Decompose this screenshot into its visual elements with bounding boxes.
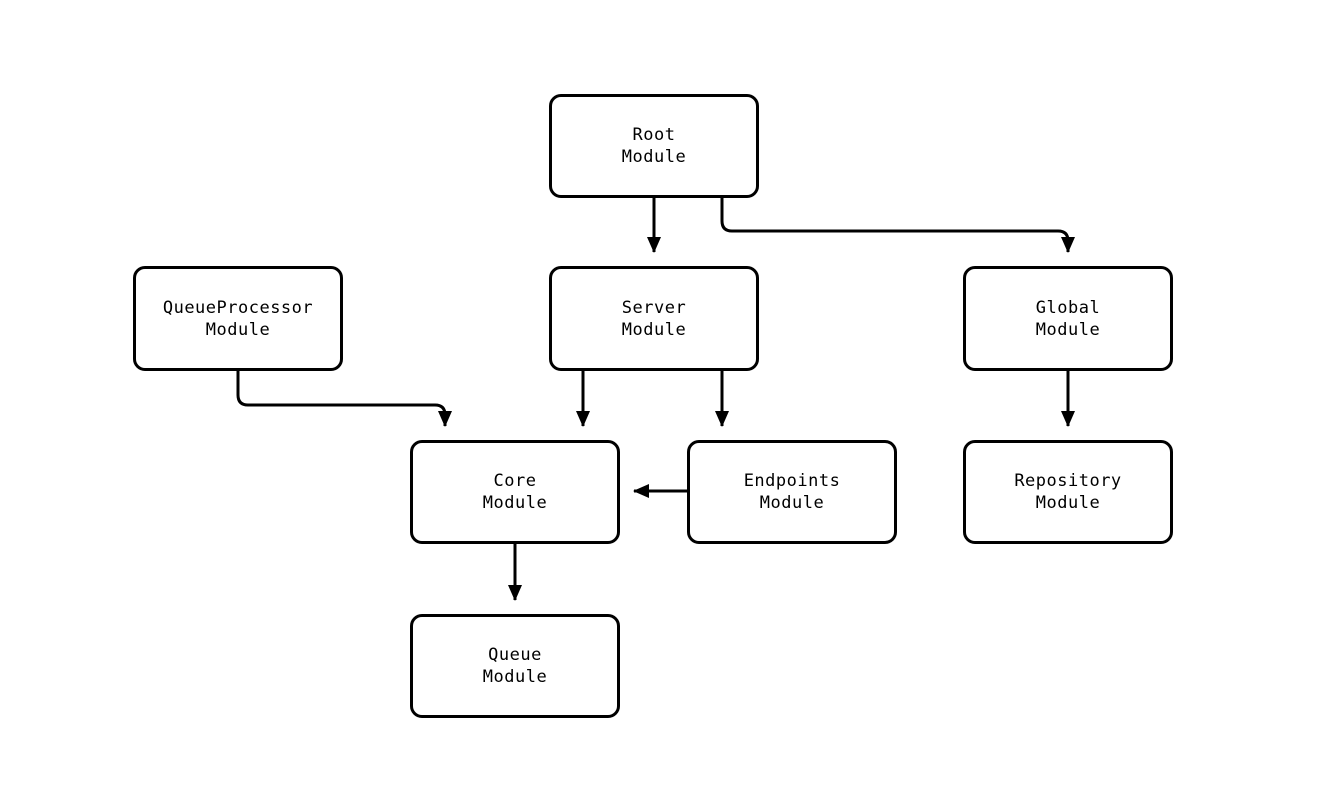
- node-core-module[interactable]: Core Module: [410, 440, 620, 544]
- node-queueprocessor-module-label: QueueProcessor Module: [162, 297, 314, 340]
- node-global-module[interactable]: Global Module: [963, 266, 1173, 371]
- node-server-module[interactable]: Server Module: [549, 266, 759, 371]
- edge-queueprocessor-to-core: [236, 371, 452, 427]
- node-repository-module[interactable]: Repository Module: [963, 440, 1173, 544]
- node-repository-module-label: Repository Module: [1014, 471, 1122, 513]
- node-core-module-label: Core Module: [482, 471, 548, 513]
- edge-root-to-global: [720, 198, 1075, 253]
- node-queue-module-label: Queue Module: [482, 645, 548, 687]
- node-server-module-label: Server Module: [621, 297, 687, 340]
- node-root-module[interactable]: Root Module: [549, 94, 759, 198]
- node-root-module-label: Root Module: [621, 125, 687, 167]
- node-queue-module[interactable]: Queue Module: [410, 614, 620, 718]
- node-endpoints-module-label: Endpoints Module: [743, 471, 841, 513]
- node-endpoints-module[interactable]: Endpoints Module: [687, 440, 897, 544]
- node-global-module-label: Global Module: [1035, 297, 1101, 340]
- node-queueprocessor-module[interactable]: QueueProcessor Module: [133, 266, 343, 371]
